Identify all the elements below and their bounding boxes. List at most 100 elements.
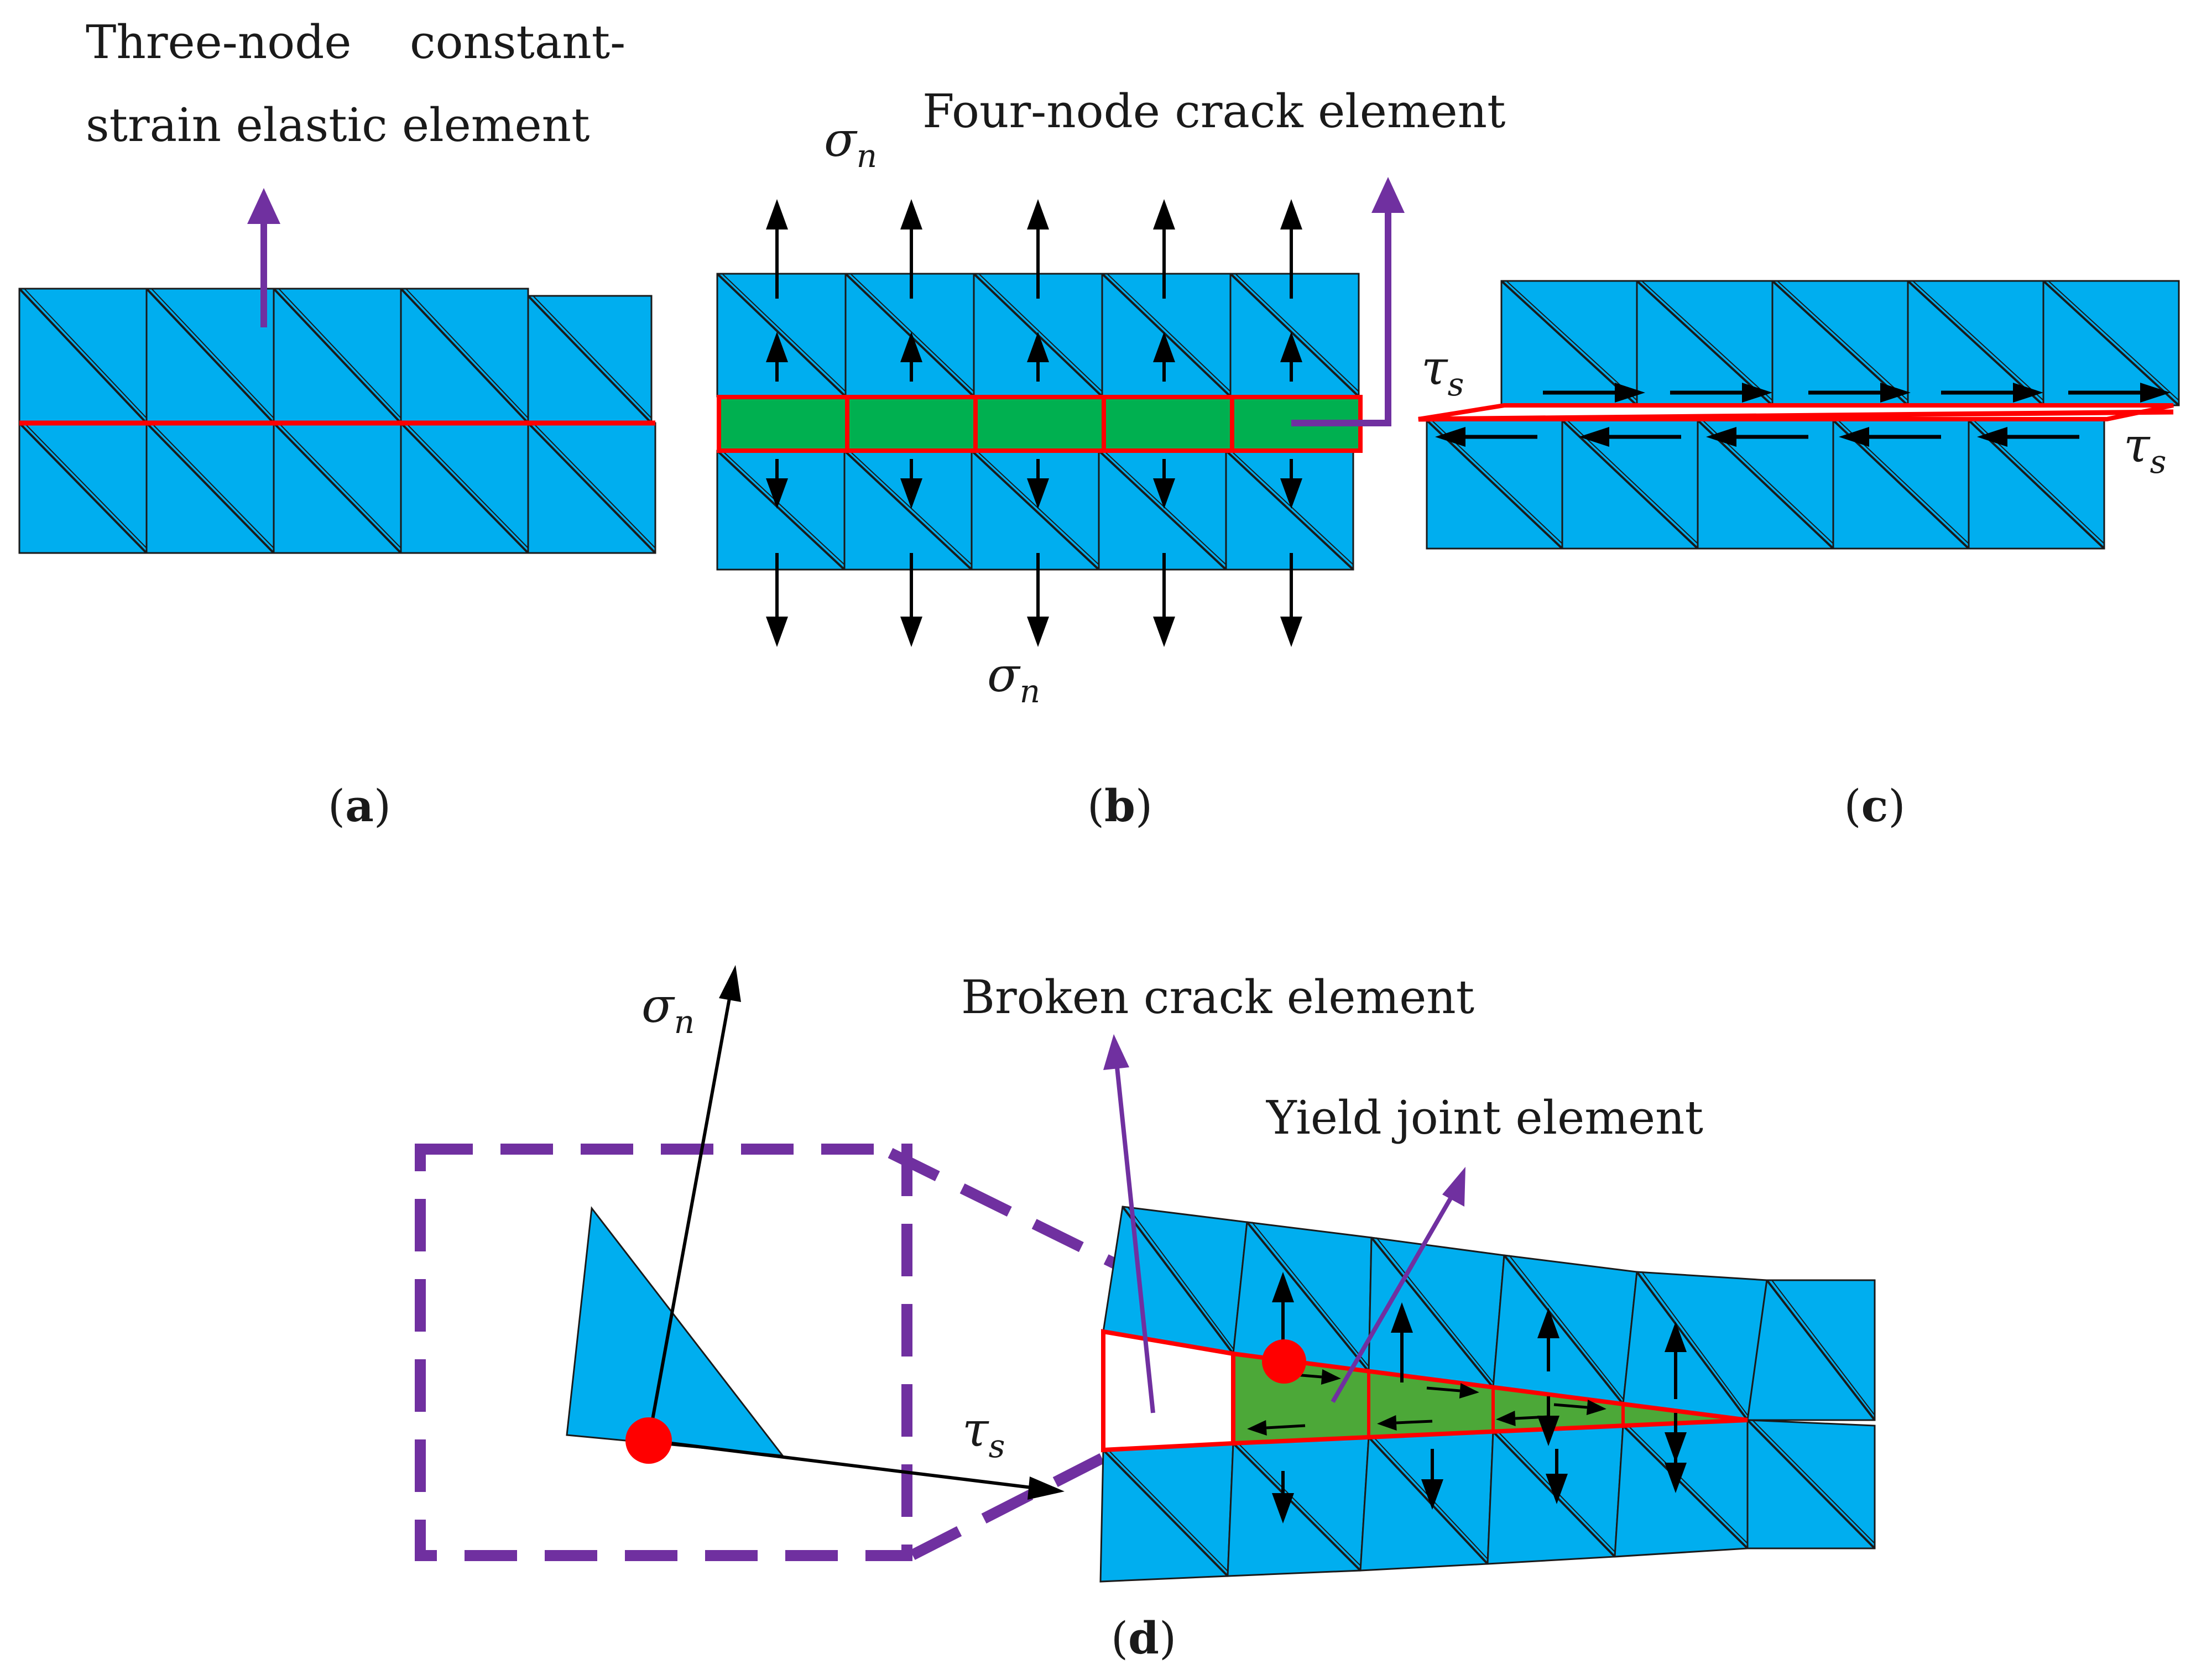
tau-left-2-head <box>1706 427 1736 447</box>
mesh-b-bottom-cell-4-diagonal <box>1225 450 1354 571</box>
mesh-a-top-cell-2-diagonal-edge <box>278 288 401 419</box>
mesh-b-top-cell-3-diagonal <box>1101 273 1232 398</box>
sigma-in-bottom-4-head <box>1280 478 1302 509</box>
four-node-label: Four-node crack element <box>922 85 1505 138</box>
mesh-b-bottom-cell-1-diagonal-edge <box>849 450 972 565</box>
mesh-a-top-cell-1-diagonal-edge <box>151 288 274 419</box>
annotation-arrow-a <box>247 188 280 327</box>
mesh-a-bottom-cell-3-diagonal-edge <box>405 422 529 549</box>
d-shear-r-2-shaft <box>1553 1403 1588 1409</box>
tau-left-0-head <box>1435 427 1465 447</box>
sigma-in-bottom-3-head <box>1153 478 1175 509</box>
mesh-d-top-cell-4 <box>1622 1271 1768 1421</box>
mesh-a-bottom-cell-4-diagonal-edge <box>533 422 656 549</box>
mesh-a-bottom-cell-2-diagonal-edge <box>278 422 401 549</box>
tau-s-bottom-label: τs <box>2124 418 2166 481</box>
mesh-b: Four-node crack element σn σn <box>716 85 1505 710</box>
shear-stress-arrows-c <box>1435 383 2171 447</box>
sigma-in-top-2-head <box>1027 332 1049 362</box>
mesh-d-top-cell-5-diagonal <box>1766 1279 1876 1421</box>
mesh-d-bottom-cell-1-diagonal-edge <box>1238 1443 1361 1566</box>
mesh-a-bottom-cell-4-diagonal <box>527 422 656 554</box>
crack-element-b-2 <box>973 395 1106 453</box>
mesh-d-top-cell-5-diagonal-edge <box>1771 1280 1875 1416</box>
sigma-n-axis-d <box>647 965 741 1441</box>
sigma-out-top-0-head <box>766 199 788 229</box>
mesh-b-cells <box>716 273 1360 571</box>
mesh-d-top-cell-1-diagonal-edge <box>1251 1222 1369 1367</box>
d-down-3-head <box>1665 1463 1687 1493</box>
mesh-a-top-cell-1-diagonal <box>145 288 275 424</box>
mesh-a-bottom-cell-0-diagonal <box>18 422 148 554</box>
crack-element-b-1 <box>845 395 978 453</box>
mesh-b-top-cell-4-diagonal-edge <box>1235 273 1359 392</box>
sigma-in-top-3-head <box>1153 332 1175 362</box>
detail-triangle <box>566 1206 785 1457</box>
mesh-c-top-cell-2-diagonal-edge <box>1777 280 1908 401</box>
crack-elements-b <box>717 395 1363 453</box>
mesh-c-top-cell-0-diagonal <box>1500 280 1638 406</box>
sigma-in-top-4-head <box>1280 332 1302 362</box>
mesh-c-top-cell-4-diagonal-edge <box>2048 280 2179 401</box>
normal-stress-arrows-b <box>766 199 1302 647</box>
sigma-out-bottom-1-head <box>900 617 922 647</box>
d-down-a-head <box>1537 1416 1559 1446</box>
d-shear-r-1-shaft <box>1426 1386 1460 1392</box>
mesh-c-top-cell-3-diagonal-edge <box>1912 280 2044 401</box>
d-down-2-head <box>1546 1474 1568 1504</box>
mesh-d-bottom-cell-1-diagonal <box>1232 1442 1362 1572</box>
mesh-d-top-cell-0 <box>1102 1206 1248 1355</box>
mesh-b-bottom-cell-3-diagonal <box>1098 450 1227 571</box>
d-shear-l-1-head <box>1377 1415 1397 1431</box>
sigma-out-top-4-head <box>1280 199 1302 229</box>
sigma-n-top-label: σn <box>824 112 877 175</box>
mesh-d-top-cell-4-diagonal <box>1636 1271 1749 1421</box>
panel-label-c: (c) <box>1844 780 1905 832</box>
mesh-c-top-cell-4-diagonal <box>2042 280 2180 406</box>
crack-opening <box>1101 1329 1235 1453</box>
d-shear-l-0-shaft <box>1266 1424 1306 1429</box>
sigma-in-bottom-0-head <box>766 478 788 509</box>
d-down-1-head <box>1421 1479 1443 1510</box>
mesh-a-top-cell-0-diagonal-edge <box>24 288 147 419</box>
mesh-b-top-cell-4-diagonal <box>1229 273 1360 398</box>
mesh-c-bottom-cell-0-diagonal <box>1426 419 1563 550</box>
yield-joint-pointer <box>1331 1167 1465 1404</box>
mesh-c-cells <box>1426 280 2180 550</box>
sigma-out-top-2-head <box>1027 199 1049 229</box>
d-down-b-head <box>1665 1432 1687 1463</box>
d-shear-l-2-shaft <box>1515 1415 1549 1420</box>
d-shear-r-2-head <box>1586 1400 1606 1415</box>
panel-label-b: (b) <box>1087 780 1152 832</box>
d-up-2-head <box>1537 1308 1559 1338</box>
mesh-b-top-cell-2-diagonal-edge <box>978 273 1103 392</box>
mesh-d-bottom-cell-4-diagonal-edge <box>1628 1425 1748 1544</box>
mesh-a-bottom-cell-1-diagonal <box>145 422 275 554</box>
sigma-in-bottom-1-head <box>900 478 922 509</box>
mesh-d-top-cell-4-diagonal-edge <box>1641 1271 1748 1416</box>
tau-right-3-head <box>2013 383 2043 403</box>
tau-s-axis-d <box>648 1439 1065 1500</box>
sigma-in-top-0-head <box>766 332 788 362</box>
mesh-b-bottom-cell-1-diagonal <box>843 450 973 571</box>
mesh-a: Three-node constant- strain elastic elem… <box>18 15 656 554</box>
mesh-d-top-cell-0-diagonal-edge <box>1127 1206 1234 1349</box>
mesh-a-top-cell-4-diagonal-edge <box>533 295 652 419</box>
mesh-a-bottom-cell-2-diagonal <box>273 422 402 554</box>
tau-left-4-head <box>1977 427 2007 447</box>
mesh-a-top-cell-0-diagonal <box>18 288 148 424</box>
stress-arrows-d <box>1247 1272 1687 1524</box>
mesh-c-top-cell-0-diagonal-edge <box>1506 280 1637 401</box>
mesh-d-bottom-cell-5-diagonal-edge <box>1752 1420 1875 1544</box>
three-node-label-line2: strain elastic element <box>86 98 590 152</box>
panel-label-d: (d) <box>1111 1612 1176 1664</box>
mesh-d-top-cell-1-diagonal <box>1246 1221 1370 1373</box>
mesh-d-top-cell-2-diagonal <box>1370 1236 1494 1389</box>
tau-right-0-head <box>1615 383 1645 403</box>
mesh-c-bottom-cell-4-diagonal <box>1968 419 2105 550</box>
mesh-b-bottom-cell-0-diagonal-edge <box>722 450 845 565</box>
mesh-c-bottom-cell-1-diagonal-edge <box>1567 420 1698 544</box>
tau-s-top-label: τs <box>1421 341 1464 403</box>
mesh-c-bottom-cell-2-diagonal <box>1697 419 1834 550</box>
